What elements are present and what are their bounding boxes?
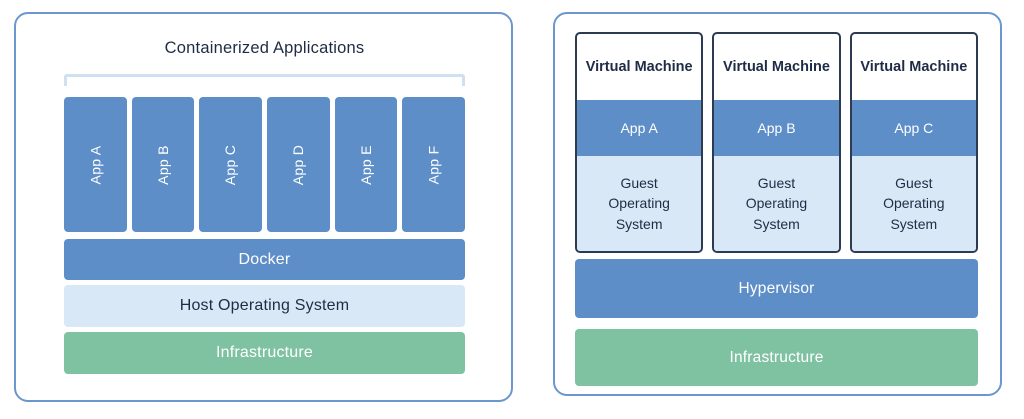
vm-row: Virtual Machine App A Guest Operating Sy… bbox=[575, 32, 978, 253]
docker-layer: Docker bbox=[64, 239, 465, 280]
container-apps-row: App A App B App C App D App E App F bbox=[64, 97, 466, 232]
vm-app-layer: App A bbox=[577, 100, 702, 156]
containers-panel-content: Containerized Applications App A App B A… bbox=[16, 39, 511, 374]
app-container-a: App A bbox=[64, 97, 127, 232]
app-label: App B bbox=[155, 144, 172, 185]
vm-title: Virtual Machine bbox=[860, 59, 968, 75]
app-container-d: App D bbox=[267, 97, 330, 232]
app-label: App C bbox=[222, 144, 239, 185]
containers-panel: Containerized Applications App A App B A… bbox=[14, 12, 513, 402]
app-label: App A bbox=[87, 145, 104, 184]
vm-title: Virtual Machine bbox=[723, 59, 830, 75]
app-label: App D bbox=[290, 144, 307, 185]
guest-os-label: Guest Operating System bbox=[745, 174, 808, 232]
app-container-e: App E bbox=[334, 97, 398, 232]
infrastructure-layer: Infrastructure bbox=[575, 329, 978, 386]
app-container-f: App F bbox=[402, 97, 466, 232]
vms-panel-content: Virtual Machine App A Guest Operating Sy… bbox=[555, 32, 1000, 386]
containers-panel-title: Containerized Applications bbox=[164, 39, 365, 57]
vm-app-layer: App C bbox=[851, 100, 976, 156]
app-container-b: App B bbox=[131, 97, 195, 232]
vm-box-b: Virtual Machine App B Guest Operating Sy… bbox=[712, 32, 841, 253]
vm-box-c: Virtual Machine App C Guest Operating Sy… bbox=[849, 32, 978, 253]
guest-os-label: Guest Operating System bbox=[608, 174, 670, 232]
guest-os-layer: Guest Operating System bbox=[851, 156, 976, 251]
guest-os-layer: Guest Operating System bbox=[577, 156, 702, 251]
app-container-c: App C bbox=[199, 97, 263, 232]
app-label: App F bbox=[425, 145, 442, 184]
guest-os-layer: Guest Operating System bbox=[714, 156, 839, 251]
guest-os-label: Guest Operating System bbox=[883, 174, 945, 232]
infrastructure-layer: Infrastructure bbox=[64, 332, 465, 374]
hypervisor-layer: Hypervisor bbox=[575, 259, 978, 318]
vm-title: Virtual Machine bbox=[585, 59, 693, 75]
vms-panel: Virtual Machine App A Guest Operating Sy… bbox=[553, 12, 1002, 396]
app-label: App E bbox=[358, 144, 375, 185]
vm-app-layer: App B bbox=[714, 100, 839, 156]
host-os-layer: Host Operating System bbox=[64, 285, 465, 327]
container-group-bracket bbox=[64, 74, 465, 86]
vm-box-a: Virtual Machine App A Guest Operating Sy… bbox=[575, 32, 704, 253]
